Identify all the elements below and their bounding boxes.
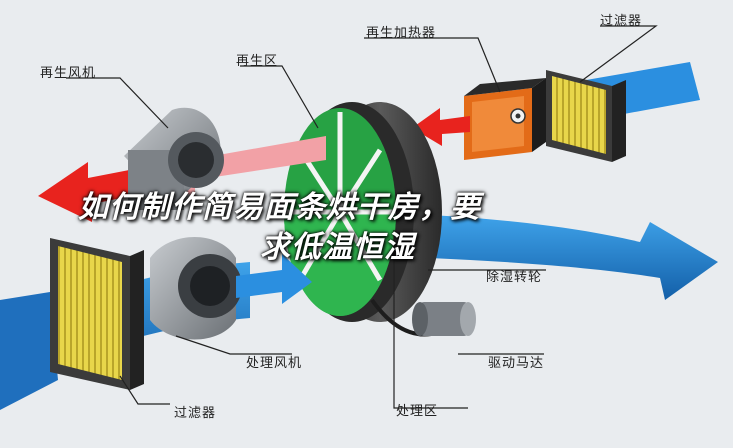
headline-line-1: 如何制作简易面条烘干房，要: [78, 190, 481, 225]
drive-motor-unit: [412, 302, 476, 336]
headline-overlay: 如何制作简易面条烘干房，要 求低温恒湿: [78, 188, 678, 268]
label-process-fan: 处理风机: [246, 356, 303, 371]
label-regen-fan: 再生风机: [40, 66, 97, 81]
label-process-zone: 处理区: [396, 404, 439, 419]
label-regen-zone: 再生区: [236, 54, 279, 69]
desiccant-wheel: [284, 102, 452, 337]
label-regen-heater: 再生加热器: [366, 26, 437, 41]
process-air-arrow: [236, 254, 312, 304]
headline-line-2: 求低温恒湿: [260, 230, 415, 265]
filter-bottom-unit: [50, 238, 144, 390]
label-desiccant-wheel: 除湿转轮: [486, 270, 543, 285]
leader-lines: [66, 25, 658, 409]
label-filter-bottom: 过滤器: [174, 406, 217, 421]
regen-hot-air-arrow: [412, 108, 470, 146]
regen-heater-unit: [464, 78, 546, 160]
label-filter-top: 过滤器: [600, 14, 643, 29]
process-air-outlet-stream: [430, 215, 718, 300]
label-drive-motor: 驱动马达: [488, 356, 545, 371]
process-air-inlet-tail: [0, 292, 58, 410]
regen-fan-unit: [124, 107, 224, 210]
filter-top-unit: [546, 70, 626, 162]
process-fan-unit: [150, 237, 242, 340]
regen-exhaust-arrow: [160, 136, 326, 198]
